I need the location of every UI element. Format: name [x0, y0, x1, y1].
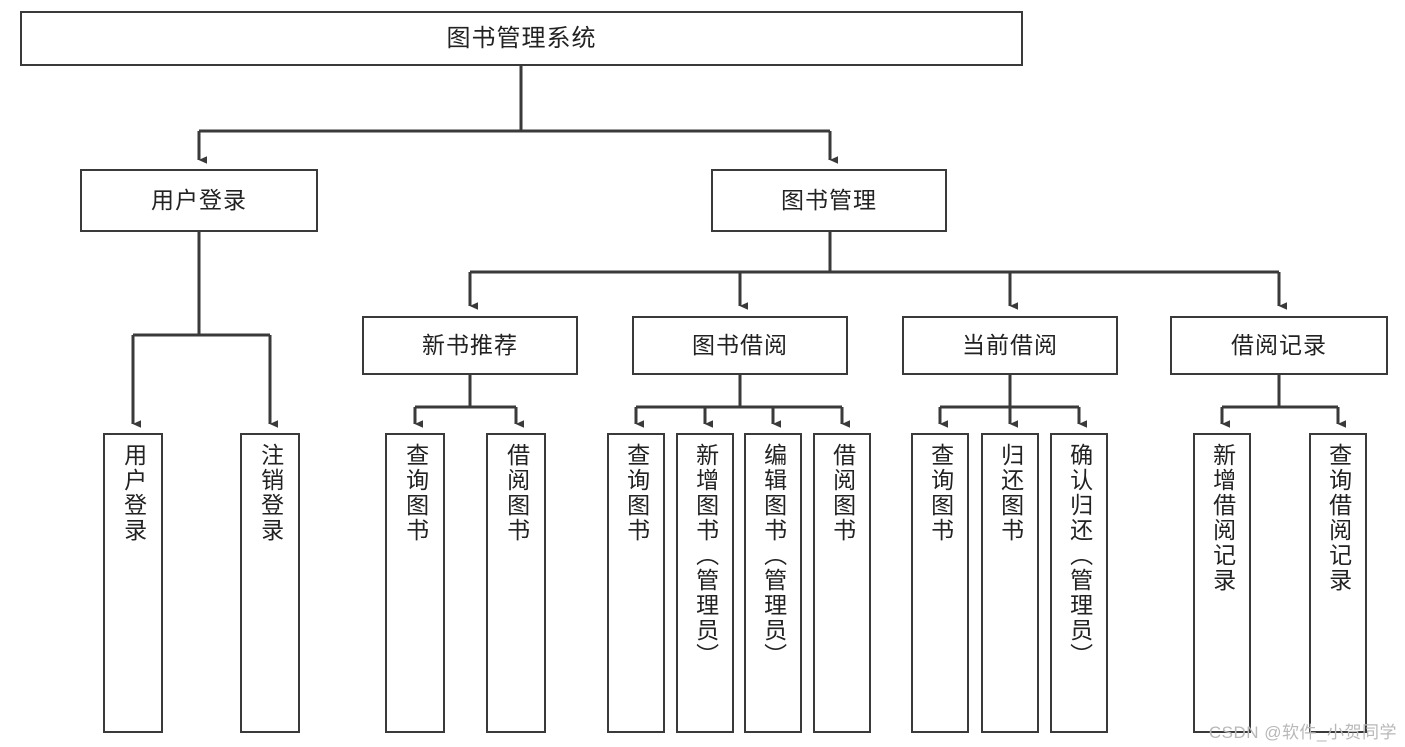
node-current-borrow[interactable]: 当前借阅 [902, 316, 1118, 375]
leaf-query-book-borrow[interactable]: 查询图书 [607, 433, 665, 733]
node-label: 借阅图书 [829, 443, 856, 543]
node-root-system[interactable]: 图书管理系统 [20, 11, 1023, 66]
node-user-login[interactable]: 用户登录 [80, 169, 318, 232]
node-label: 用户登录 [120, 443, 147, 543]
node-new-book-recommend[interactable]: 新书推荐 [362, 316, 578, 375]
leaf-add-book-admin[interactable]: 新增图书（管理员） [676, 433, 734, 733]
node-label: 注销登录 [257, 443, 284, 543]
node-borrow-record[interactable]: 借阅记录 [1170, 316, 1388, 375]
node-label: 归还图书 [997, 443, 1024, 543]
leaf-borrow-book[interactable]: 借阅图书 [813, 433, 871, 733]
node-label: 图书管理 [781, 187, 877, 213]
node-label: 查询图书 [623, 443, 650, 543]
leaf-return-book[interactable]: 归还图书 [981, 433, 1039, 733]
node-label: 图书管理系统 [446, 24, 597, 52]
node-label: 新增图书（管理员） [692, 443, 719, 668]
leaf-borrow-book-recommend[interactable]: 借阅图书 [486, 433, 546, 733]
leaf-query-book-current[interactable]: 查询图书 [911, 433, 969, 733]
leaf-query-book-recommend[interactable]: 查询图书 [385, 433, 445, 733]
node-label: 新书推荐 [422, 332, 518, 358]
leaf-add-borrow-record[interactable]: 新增借阅记录 [1193, 433, 1251, 733]
node-label: 查询借阅记录 [1325, 443, 1352, 593]
node-label: 借阅记录 [1231, 332, 1327, 358]
leaf-confirm-return-admin[interactable]: 确认归还（管理员） [1050, 433, 1108, 733]
node-label: 图书借阅 [692, 332, 788, 358]
node-label: 查询图书 [927, 443, 954, 543]
node-label: 新增借阅记录 [1209, 443, 1236, 593]
leaf-logout[interactable]: 注销登录 [240, 433, 300, 733]
node-label: 当前借阅 [962, 332, 1058, 358]
leaf-user-login[interactable]: 用户登录 [103, 433, 163, 733]
node-book-borrow[interactable]: 图书借阅 [632, 316, 848, 375]
node-label: 确认归还（管理员） [1066, 443, 1093, 668]
node-book-management[interactable]: 图书管理 [711, 169, 947, 232]
watermark: CSDN @软件_小贺同学 [1208, 723, 1397, 742]
leaf-edit-book-admin[interactable]: 编辑图书（管理员） [744, 433, 802, 733]
node-label: 编辑图书（管理员） [760, 443, 787, 668]
leaf-query-borrow-record[interactable]: 查询借阅记录 [1309, 433, 1367, 733]
node-label: 查询图书 [402, 443, 429, 543]
node-label: 用户登录 [151, 187, 247, 213]
node-label: 借阅图书 [503, 443, 530, 543]
